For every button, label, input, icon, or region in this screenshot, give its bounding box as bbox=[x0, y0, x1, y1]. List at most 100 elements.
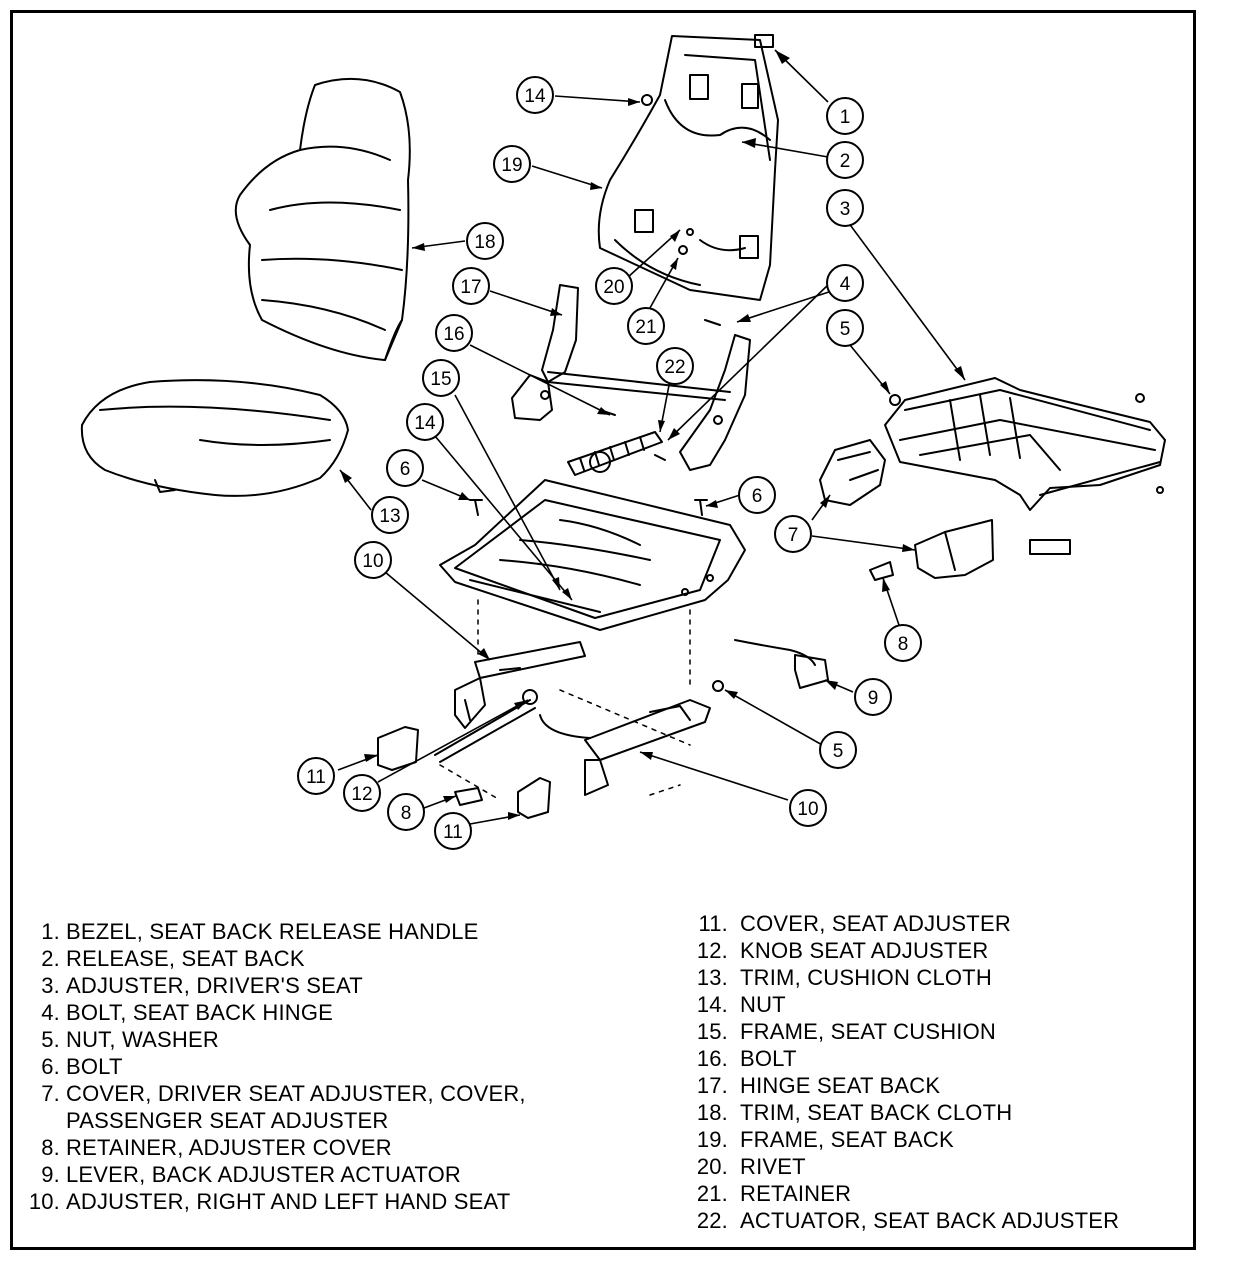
driver-seat-adjuster bbox=[884, 377, 1166, 555]
callout-11-2: 11 bbox=[434, 812, 472, 850]
legend-number: 15. bbox=[696, 1019, 728, 1044]
legend-number: 19. bbox=[696, 1127, 728, 1152]
arrowheads bbox=[340, 50, 965, 820]
legend-item: 7.COVER, DRIVER SEAT ADJUSTER, COVER, bbox=[16, 1080, 526, 1107]
legend-item: 9.LEVER, BACK ADJUSTER ACTUATOR bbox=[16, 1161, 526, 1188]
svg-text:13: 13 bbox=[379, 506, 400, 527]
legend-text: BOLT, SEAT BACK HINGE bbox=[66, 1000, 334, 1025]
legend-text: COVER, SEAT ADJUSTER bbox=[740, 911, 1011, 936]
svg-text:6: 6 bbox=[752, 486, 763, 507]
callout-4: 4 bbox=[826, 264, 864, 302]
svg-text:18: 18 bbox=[474, 232, 495, 253]
callout-13: 13 bbox=[371, 496, 409, 534]
legend-text: RIVET bbox=[740, 1154, 806, 1179]
right-rail bbox=[539, 699, 711, 796]
legend-item: 22. ACTUATOR, SEAT BACK ADJUSTER bbox=[690, 1207, 1119, 1234]
svg-text:7: 7 bbox=[788, 525, 799, 546]
legend-number: 9. bbox=[41, 1162, 60, 1187]
callout-18: 18 bbox=[466, 222, 504, 260]
legend-text: BEZEL, SEAT BACK RELEASE HANDLE bbox=[66, 919, 479, 944]
lever bbox=[734, 639, 829, 689]
legend-number: 18. bbox=[696, 1100, 728, 1125]
legend-number: 5. bbox=[41, 1027, 60, 1052]
legend-number: 21. bbox=[696, 1181, 728, 1206]
legend-item: 3.ADJUSTER, DRIVER'S SEAT bbox=[16, 972, 526, 999]
callout-8-2: 8 bbox=[387, 793, 425, 831]
seat-cushion-frame bbox=[439, 479, 746, 631]
nut-washer-lower bbox=[712, 680, 724, 692]
svg-text:4: 4 bbox=[840, 274, 851, 295]
legend-text: FRAME, SEAT CUSHION bbox=[740, 1019, 997, 1044]
retainer-lower bbox=[454, 787, 483, 806]
legend-text: ADJUSTER, RIGHT AND LEFT HAND SEAT bbox=[66, 1189, 511, 1214]
callout-2: 2 bbox=[826, 141, 864, 179]
retainer-upper bbox=[869, 561, 894, 581]
legend-item: 17.HINGE SEAT BACK bbox=[690, 1072, 1119, 1099]
svg-text:5: 5 bbox=[840, 319, 851, 340]
legend-item: 21. RETAINER bbox=[690, 1180, 1119, 1207]
svg-text:3: 3 bbox=[840, 199, 851, 220]
svg-text:10: 10 bbox=[362, 551, 383, 572]
legend-number: 6. bbox=[41, 1054, 60, 1079]
legend-number: 10. bbox=[28, 1189, 60, 1214]
nut-part bbox=[641, 94, 653, 106]
legend-number: 14. bbox=[696, 992, 728, 1017]
legend-text: NUT, WASHER bbox=[66, 1027, 219, 1052]
bezel-part bbox=[754, 34, 774, 48]
legend-text: TRIM, CUSHION CLOTH bbox=[740, 965, 992, 990]
nut-washer-upper bbox=[889, 394, 901, 406]
svg-text:14: 14 bbox=[524, 86, 546, 107]
svg-text:1: 1 bbox=[840, 107, 851, 128]
legend-number: 11. bbox=[698, 911, 728, 936]
legend-text: RETAINER bbox=[740, 1181, 852, 1206]
hinge-crossbar bbox=[547, 371, 731, 401]
callout-20: 20 bbox=[595, 267, 633, 305]
actuator bbox=[567, 431, 663, 476]
legend-text: KNOB SEAT ADJUSTER bbox=[740, 938, 989, 963]
callout-17: 17 bbox=[452, 267, 490, 305]
legend-item: 2.RELEASE, SEAT BACK bbox=[16, 945, 526, 972]
legend-text: RETAINER, ADJUSTER COVER bbox=[66, 1135, 392, 1160]
legend-text: NUT bbox=[740, 992, 786, 1017]
legend-item: 1.BEZEL, SEAT BACK RELEASE HANDLE bbox=[16, 918, 526, 945]
callout-5: 5 bbox=[826, 309, 864, 347]
hinge-bolts bbox=[654, 319, 721, 461]
legend-item: 5.NUT, WASHER bbox=[16, 1026, 526, 1053]
bolt-right bbox=[694, 499, 708, 516]
seat-back-trim bbox=[234, 77, 411, 361]
svg-text:5: 5 bbox=[833, 741, 844, 762]
legend-number: 2. bbox=[41, 946, 60, 971]
legend-item: 12.KNOB SEAT ADJUSTER bbox=[690, 937, 1119, 964]
legend-item: 14. NUT bbox=[690, 991, 1119, 1018]
legend-item: 15. FRAME, SEAT CUSHION bbox=[690, 1018, 1119, 1045]
svg-text:17: 17 bbox=[460, 277, 481, 298]
legend-text: RELEASE, SEAT BACK bbox=[66, 946, 305, 971]
leader-lines bbox=[337, 49, 966, 825]
callout-8: 8 bbox=[884, 624, 922, 662]
legend-text: ACTUATOR, SEAT BACK ADJUSTER bbox=[740, 1208, 1120, 1233]
callout-9: 9 bbox=[854, 678, 892, 716]
callout-15: 15 bbox=[422, 359, 460, 397]
callout-3: 3 bbox=[826, 189, 864, 227]
legend-number: 7. bbox=[41, 1081, 60, 1106]
callout-19: 19 bbox=[493, 145, 531, 183]
legend-item: 10.ADJUSTER, RIGHT AND LEFT HAND SEAT bbox=[16, 1188, 526, 1215]
legend-number: 22. bbox=[696, 1208, 728, 1233]
legend-item: 4.BOLT, SEAT BACK HINGE bbox=[16, 999, 526, 1026]
callout-5-2: 5 bbox=[819, 731, 857, 769]
legend-text: COVER, DRIVER SEAT ADJUSTER, COVER, bbox=[66, 1081, 526, 1106]
alignment-lines bbox=[439, 599, 691, 801]
legend-text: ADJUSTER, DRIVER'S SEAT bbox=[66, 973, 363, 998]
left-hinge bbox=[511, 284, 579, 421]
svg-text:8: 8 bbox=[898, 634, 909, 655]
svg-text:12: 12 bbox=[351, 784, 372, 805]
callout-10: 10 bbox=[354, 541, 392, 579]
callout-21: 21 bbox=[627, 307, 665, 345]
exploded-seat-diagram: 1234556678891010111112131414151617181920… bbox=[80, 34, 1166, 850]
callout-6: 6 bbox=[386, 449, 424, 487]
svg-text:21: 21 bbox=[635, 317, 656, 338]
legend-number: 20. bbox=[696, 1154, 728, 1179]
svg-text:11: 11 bbox=[306, 767, 326, 788]
legend-text-continuation: PASSENGER SEAT ADJUSTER bbox=[66, 1108, 389, 1133]
